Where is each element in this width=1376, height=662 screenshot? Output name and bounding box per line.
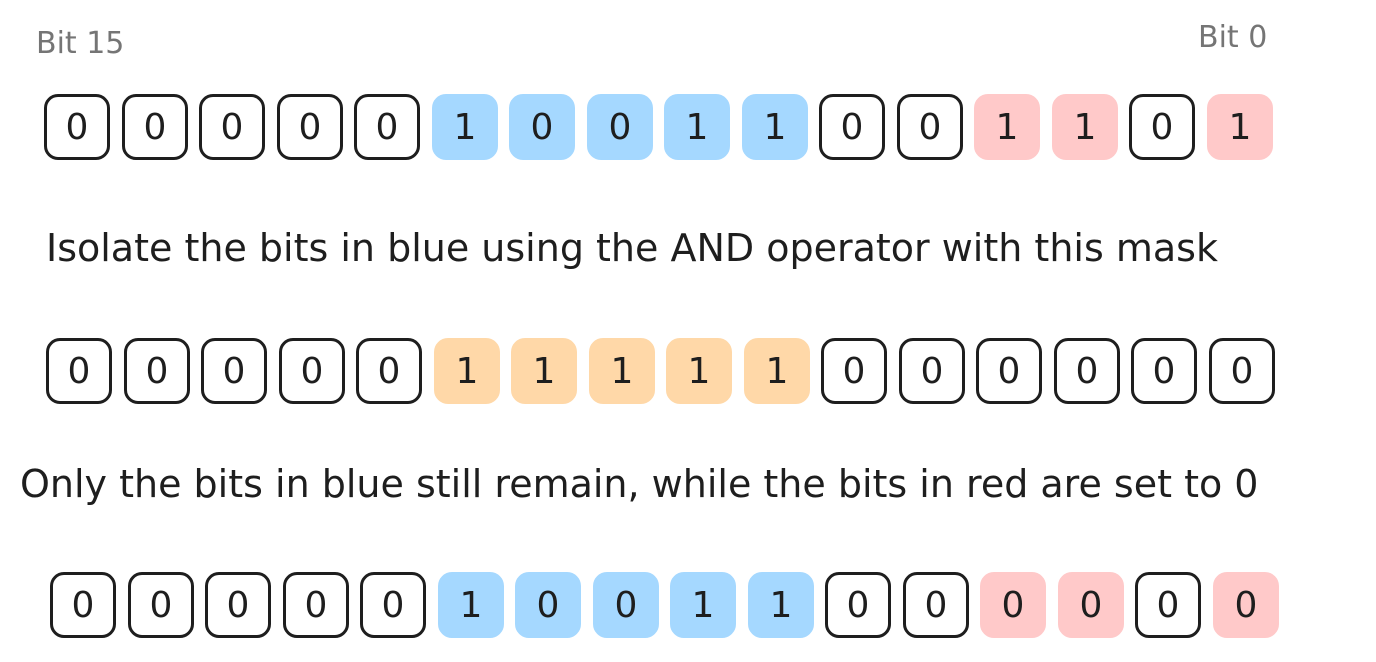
- mask-bit-cell: 0: [46, 338, 112, 404]
- input-bit-cell: 0: [44, 94, 110, 160]
- input-bit-cell: 0: [199, 94, 265, 160]
- result-bit-cell: 0: [1135, 572, 1201, 638]
- msb-label: Bit 15: [36, 26, 125, 61]
- input-bit-cell: 0: [819, 94, 885, 160]
- input-bit-cell: 0: [1129, 94, 1195, 160]
- result-caption: Only the bits in blue still remain, whil…: [20, 462, 1259, 506]
- mask-bit-cell: 0: [279, 338, 345, 404]
- input-bit-cell: 1: [742, 94, 808, 160]
- mask-bit-cell: 1: [434, 338, 500, 404]
- result-bit-cell: 0: [50, 572, 116, 638]
- result-bit-cell: 0: [1213, 572, 1279, 638]
- input-bit-cell: 1: [974, 94, 1040, 160]
- mask-bit-cell: 1: [589, 338, 655, 404]
- result-bit-cell: 0: [593, 572, 659, 638]
- mask-bit-cell: 0: [1209, 338, 1275, 404]
- mask-bit-cell: 1: [666, 338, 732, 404]
- result-bit-cell: 1: [748, 572, 814, 638]
- mask-caption: Isolate the bits in blue using the AND o…: [46, 226, 1218, 270]
- input-bit-cell: 1: [664, 94, 730, 160]
- result-bit-cell: 1: [438, 572, 504, 638]
- mask-bit-cell: 0: [1131, 338, 1197, 404]
- input-bit-cell: 1: [432, 94, 498, 160]
- result-bit-cell: 0: [1058, 572, 1124, 638]
- mask-bit-cell: 0: [976, 338, 1042, 404]
- mask-bit-cell: 1: [744, 338, 810, 404]
- input-bit-cell: 0: [122, 94, 188, 160]
- result-bit-cell: 0: [283, 572, 349, 638]
- mask-bit-cell: 0: [201, 338, 267, 404]
- input-bit-cell: 0: [897, 94, 963, 160]
- result-bit-cell: 0: [515, 572, 581, 638]
- mask-bit-cell: 0: [356, 338, 422, 404]
- result-bit-cell: 0: [903, 572, 969, 638]
- input-bit-cell: 1: [1052, 94, 1118, 160]
- result-bit-cell: 0: [980, 572, 1046, 638]
- input-bit-cell: 0: [277, 94, 343, 160]
- result-bit-cell: 1: [670, 572, 736, 638]
- result-bit-cell: 0: [128, 572, 194, 638]
- mask-bit-cell: 0: [821, 338, 887, 404]
- mask-bit-cell: 0: [1054, 338, 1120, 404]
- result-bit-cell: 0: [360, 572, 426, 638]
- input-bit-cell: 1: [1207, 94, 1273, 160]
- mask-bit-cell: 0: [899, 338, 965, 404]
- mask-bit-cell: 0: [124, 338, 190, 404]
- input-bit-cell: 0: [587, 94, 653, 160]
- result-bit-cell: 0: [205, 572, 271, 638]
- input-bit-cell: 0: [354, 94, 420, 160]
- result-bit-cell: 0: [825, 572, 891, 638]
- input-bit-cell: 0: [509, 94, 575, 160]
- lsb-label: Bit 0: [1198, 20, 1268, 55]
- mask-bit-cell: 1: [511, 338, 577, 404]
